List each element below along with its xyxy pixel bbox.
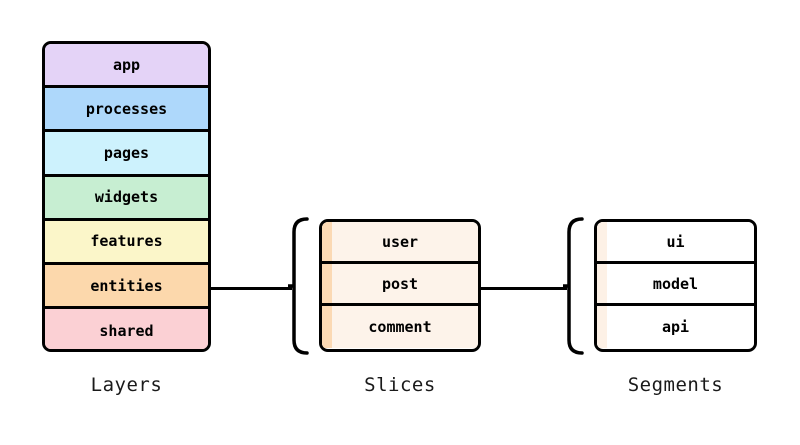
slice-row-user[interactable]: user [322,222,478,264]
layer-label-app: app [112,55,141,74]
layer-label-pages: pages [103,143,150,162]
layer-row-widgets[interactable]: widgets [45,176,208,221]
slice-accent-stripe [322,222,332,261]
caption-slices: Slices [364,374,436,396]
slices-stack: user post comment [319,219,481,352]
slice-row-post[interactable]: post [322,264,478,306]
segment-row-api[interactable]: api [597,306,754,348]
segment-label-api: api [661,318,690,336]
layer-row-pages[interactable]: pages [45,132,208,177]
layer-row-shared[interactable]: shared [45,309,208,349]
layer-label-processes: processes [85,99,168,118]
segment-label-ui: ui [666,232,685,251]
slices-bracket [288,216,310,356]
segment-accent-stripe [597,222,607,261]
layer-label-widgets: widgets [94,188,159,207]
segment-row-ui[interactable]: ui [597,222,754,264]
layer-label-features: features [90,232,163,251]
slice-label-comment: comment [368,318,432,336]
slice-label-user: user [381,232,419,251]
segment-accent-stripe [597,306,607,348]
layer-label-shared: shared [99,322,154,341]
caption-layers: Layers [90,374,163,396]
segment-label-model: model [652,274,699,293]
slice-label-post: post [381,274,419,293]
layer-row-processes[interactable]: processes [45,88,208,133]
connector-layers-to-slices [210,286,292,290]
segments-bracket [563,216,585,356]
layer-label-entities: entities [90,276,163,295]
segment-row-model[interactable]: model [597,264,754,306]
layers-stack: app processes pages widgets features ent… [42,41,211,352]
layer-row-app[interactable]: app [45,44,208,89]
segment-accent-stripe [597,264,607,303]
slice-row-comment[interactable]: comment [322,306,478,348]
layer-row-features[interactable]: features [45,220,208,265]
slice-accent-stripe [322,264,332,303]
slice-accent-stripe [322,306,332,348]
caption-segments: Segments [627,374,724,396]
connector-slices-to-segments [479,286,567,290]
segments-stack: ui model api [594,219,757,352]
layer-row-entities[interactable]: entities [45,264,208,310]
